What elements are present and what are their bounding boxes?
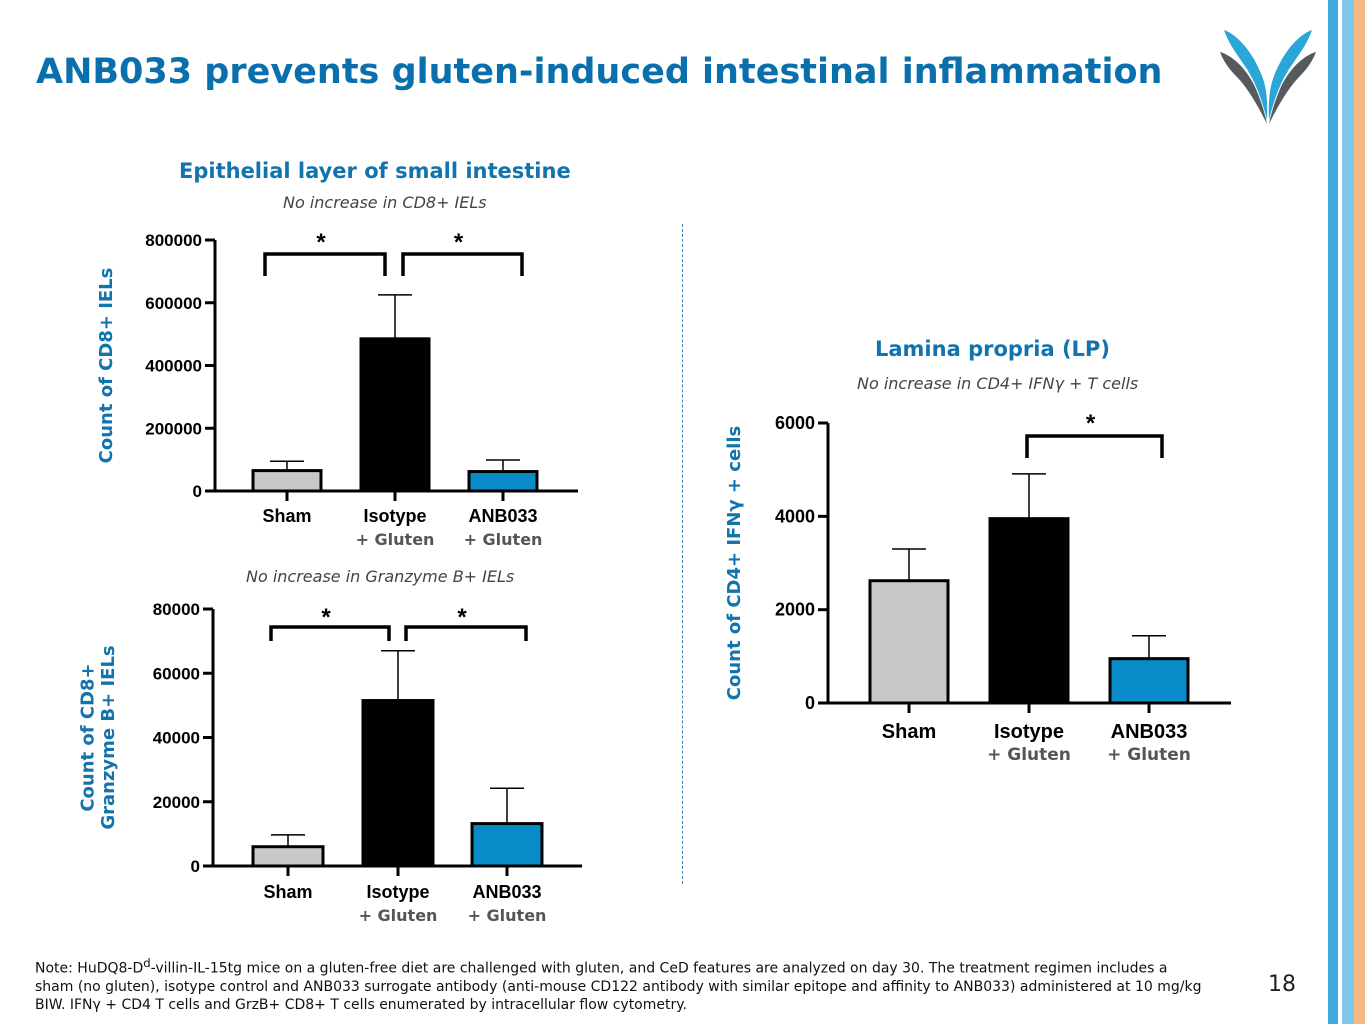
y-tick-label: 60000 — [153, 664, 200, 683]
bar-isotype — [359, 337, 431, 493]
category-sublabel: + Gluten — [987, 745, 1071, 765]
y-tick-label: 80000 — [153, 600, 200, 619]
category-label: ANB033 — [468, 506, 537, 526]
bar-anb033 — [1108, 657, 1190, 705]
category-sublabel: + Gluten — [356, 530, 435, 549]
category-label: ANB033 — [472, 882, 541, 902]
bar-sham — [868, 579, 950, 705]
y-tick-label: 0 — [193, 482, 202, 501]
significance-star: * — [316, 229, 326, 256]
y-tick-label: 200000 — [145, 419, 202, 438]
category-sublabel: + Gluten — [468, 906, 547, 925]
significance-bracket — [404, 625, 528, 641]
footnote: Note: HuDQ8-Dd-villin-IL-15tg mice on a … — [35, 956, 1202, 1013]
significance-star: * — [321, 604, 331, 631]
category-label: Sham — [263, 882, 312, 902]
page-number: 18 — [1268, 972, 1296, 997]
y-axis-label-line: Count of CD8+ IELs — [96, 268, 117, 464]
lamina-subtitle: No increase in CD4+ IFNγ + T cells — [857, 374, 1139, 393]
significance-star: * — [457, 604, 467, 631]
y-axis-label: Count of CD8+Granzyme B+ IELs — [77, 645, 119, 829]
category-sublabel: + Gluten — [464, 530, 543, 549]
epithelial-section-title: Epithelial layer of small intestine — [179, 159, 571, 183]
significance-star: * — [1086, 410, 1096, 437]
significance-bracket — [269, 625, 391, 641]
y-axis-label-line: Count of CD4+ IFNγ + cells — [724, 426, 745, 700]
epithelial-subtitle: No increase in CD8+ IELs — [283, 193, 487, 212]
y-tick-label: 40000 — [153, 729, 200, 748]
slide-title: ANB033 prevents gluten-induced intestina… — [36, 52, 1163, 92]
y-axis-label-line: Count of CD8+ — [77, 663, 98, 811]
y-tick-label: 20000 — [153, 793, 200, 812]
bar-sham — [251, 845, 325, 868]
granzyme-subtitle: No increase in Granzyme B+ IELs — [246, 567, 515, 586]
category-label: Sham — [882, 721, 936, 743]
y-axis-label-line: Granzyme B+ IELs — [98, 645, 119, 829]
decorative-stripe-blue — [1328, 0, 1338, 1024]
decorative-stripe-orange — [1354, 0, 1365, 1024]
bar-anb033 — [467, 470, 539, 493]
significance-bracket — [1025, 434, 1164, 458]
category-label: Isotype — [363, 506, 426, 526]
category-sublabel: + Gluten — [359, 906, 438, 925]
significance-bracket — [263, 252, 387, 276]
bar-sham — [251, 469, 323, 493]
section-divider — [682, 224, 683, 884]
lamina-section-title: Lamina propria (LP) — [875, 337, 1110, 361]
y-tick-label: 800000 — [145, 231, 202, 250]
company-logo — [1220, 30, 1316, 124]
significance-bracket — [401, 252, 524, 276]
y-tick-label: 6000 — [775, 413, 815, 433]
y-axis-label: Count of CD8+ IELs — [96, 268, 117, 464]
decorative-stripe-lightblue — [1342, 0, 1354, 1024]
category-label: Sham — [262, 506, 311, 526]
category-label: Isotype — [994, 721, 1064, 743]
category-label: Isotype — [366, 882, 429, 902]
bar-anb033 — [470, 822, 544, 868]
y-tick-label: 600000 — [145, 294, 202, 313]
decorative-stripe-white — [1338, 0, 1342, 1024]
y-tick-label: 400000 — [145, 357, 202, 376]
significance-star: * — [454, 229, 464, 256]
y-axis-label: Count of CD4+ IFNγ + cells — [724, 426, 745, 700]
y-tick-label: 4000 — [775, 506, 815, 526]
category-label: ANB033 — [1111, 721, 1188, 743]
category-sublabel: + Gluten — [1107, 745, 1191, 765]
y-tick-label: 0 — [805, 693, 815, 713]
bar-isotype — [988, 517, 1070, 705]
bar-isotype — [361, 699, 435, 868]
y-tick-label: 0 — [191, 857, 200, 876]
y-tick-label: 2000 — [775, 600, 815, 620]
